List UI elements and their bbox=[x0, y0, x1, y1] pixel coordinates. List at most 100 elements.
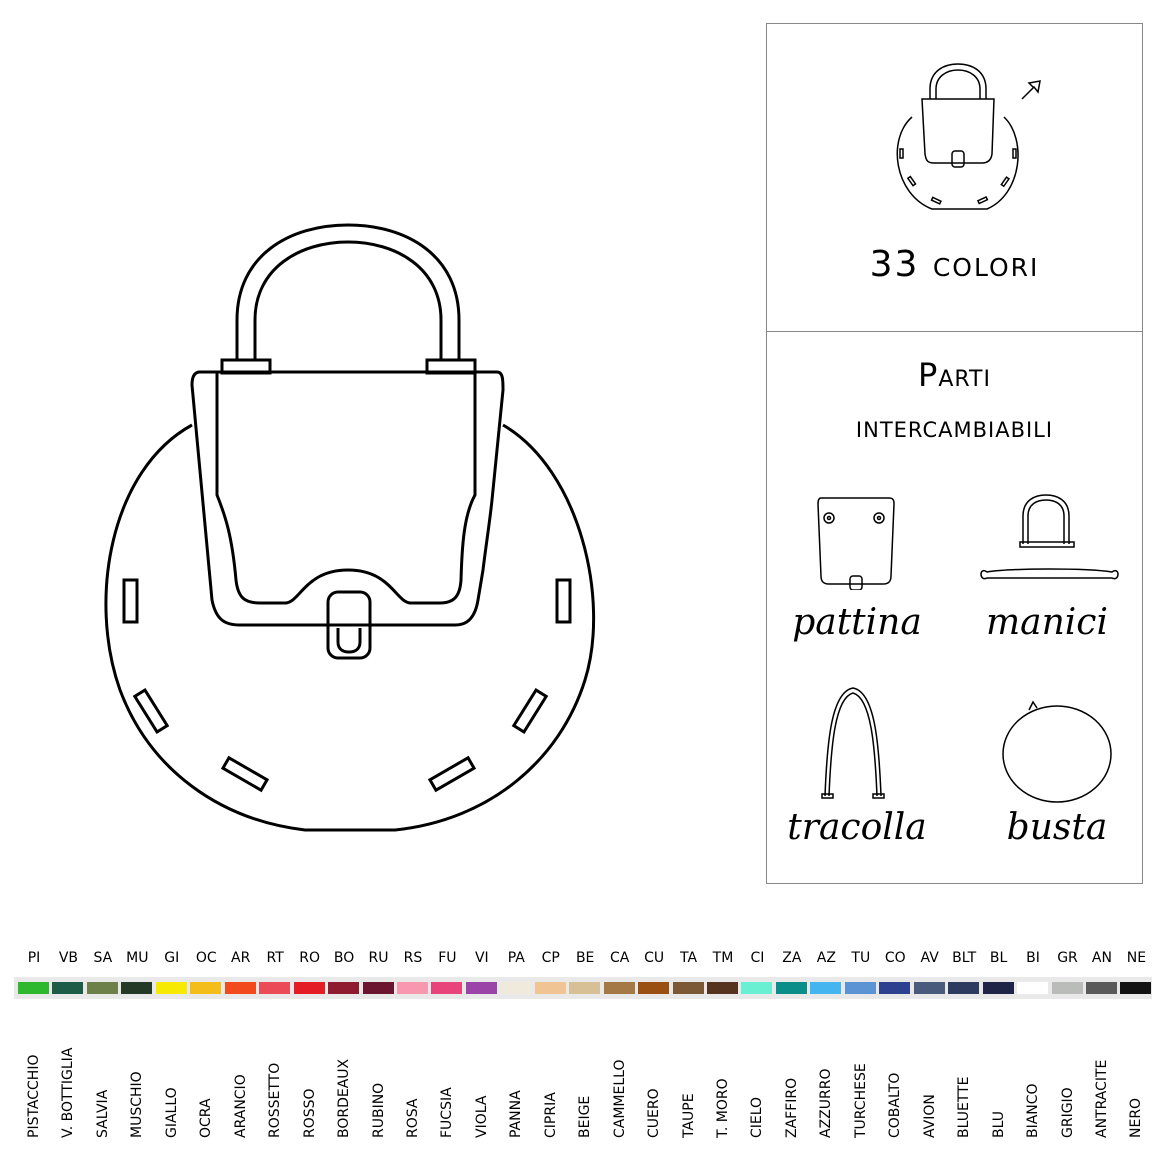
handles-icon bbox=[980, 494, 1119, 580]
color-swatch[interactable] bbox=[844, 982, 876, 994]
swatch-name: ANTRACITE bbox=[1093, 1059, 1110, 1138]
swatch-code: CP bbox=[541, 950, 560, 966]
swatch-name: BLUETTE bbox=[956, 1076, 973, 1138]
bag-flap bbox=[215, 372, 477, 605]
swatch-name: BORDEAUX bbox=[336, 1058, 353, 1138]
color-swatch[interactable] bbox=[672, 982, 704, 994]
swatch-code: CU bbox=[644, 950, 665, 966]
pouch-slot bbox=[220, 755, 270, 793]
swatch-code: BE bbox=[575, 950, 595, 966]
color-swatch[interactable] bbox=[224, 982, 256, 994]
swatch-name: FUCSIA bbox=[439, 1087, 456, 1138]
swatch-code: AV bbox=[920, 950, 939, 966]
colors-count-label: 33 colori bbox=[869, 244, 1040, 285]
swatch-code: CA bbox=[609, 950, 630, 966]
color-swatch[interactable] bbox=[293, 982, 325, 994]
color-swatch[interactable] bbox=[638, 982, 670, 994]
part-label-handles: manici bbox=[986, 602, 1108, 643]
color-swatch[interactable] bbox=[948, 982, 980, 994]
color-swatch[interactable] bbox=[396, 982, 428, 994]
color-swatch[interactable] bbox=[121, 982, 153, 994]
pouch-slot bbox=[427, 755, 477, 793]
color-swatch[interactable] bbox=[52, 982, 84, 994]
color-swatch[interactable] bbox=[1017, 982, 1049, 994]
swatch-name: GIALLO bbox=[163, 1087, 180, 1138]
color-swatch[interactable] bbox=[190, 982, 222, 994]
color-swatch[interactable] bbox=[155, 982, 187, 994]
pouch-outline bbox=[104, 423, 596, 832]
swatch-code: VB bbox=[58, 950, 79, 966]
color-swatch[interactable] bbox=[534, 982, 566, 994]
swatch-code: BLT bbox=[952, 950, 977, 966]
parts-title: Parti bbox=[918, 356, 991, 394]
color-swatch[interactable] bbox=[259, 982, 291, 994]
swatch-name: CUERO bbox=[646, 1088, 663, 1138]
handle-outer bbox=[235, 223, 461, 360]
swatch-code: AZ bbox=[816, 950, 836, 966]
color-swatch[interactable] bbox=[431, 982, 463, 994]
clasp bbox=[326, 590, 372, 660]
color-swatch[interactable] bbox=[741, 982, 773, 994]
swatch-code: SA bbox=[93, 950, 113, 966]
swatch-code: GR bbox=[1057, 950, 1078, 966]
color-swatch[interactable] bbox=[775, 982, 807, 994]
part-label-flap: pattina bbox=[792, 602, 922, 643]
swatch-code: PA bbox=[507, 950, 525, 966]
color-swatch[interactable] bbox=[913, 982, 945, 994]
color-swatch[interactable] bbox=[1120, 982, 1152, 994]
swatch-name: BIANCO bbox=[1025, 1083, 1042, 1138]
color-swatch[interactable] bbox=[603, 982, 635, 994]
swatch-name: PISTACCHIO bbox=[26, 1054, 42, 1138]
swatch-name: AZZURRO bbox=[818, 1068, 835, 1138]
swatch-name: TAUPE bbox=[680, 1093, 697, 1138]
handle-inner bbox=[253, 240, 443, 360]
swatch-name: TURCHESE bbox=[852, 1063, 869, 1138]
color-swatch[interactable] bbox=[982, 982, 1014, 994]
swatch-name: BEIGE bbox=[577, 1095, 594, 1138]
bag-thumbnail-icon bbox=[896, 63, 1041, 210]
swatch-name: ZAFFIRO bbox=[783, 1077, 800, 1138]
swatch-name: AVION bbox=[921, 1094, 938, 1138]
color-swatch[interactable] bbox=[810, 982, 842, 994]
swatch-code: TA bbox=[680, 950, 698, 966]
parts-subtitle: intercambiabili bbox=[855, 410, 1054, 445]
color-swatch[interactable] bbox=[328, 982, 360, 994]
color-swatch[interactable] bbox=[362, 982, 394, 994]
swatch-code: BO bbox=[333, 950, 355, 966]
flap-icon bbox=[817, 497, 895, 590]
color-swatch[interactable] bbox=[86, 982, 118, 994]
color-swatch[interactable] bbox=[1085, 982, 1117, 994]
color-swatch[interactable] bbox=[1051, 982, 1083, 994]
swatch-name: GRIGIO bbox=[1059, 1087, 1076, 1138]
parts-panel: Parti intercambiabili pattina manici tra… bbox=[766, 331, 1143, 884]
pouch-slot bbox=[511, 687, 549, 735]
color-swatch[interactable] bbox=[879, 982, 911, 994]
swatch-code: OC bbox=[195, 950, 217, 966]
swatch-name: T. MORO bbox=[715, 1078, 731, 1138]
swatch-name: COBALTO bbox=[887, 1072, 904, 1138]
swatch-code: ZA bbox=[782, 950, 802, 966]
swatch-name: BLU bbox=[990, 1111, 1007, 1138]
swatch-code: NE bbox=[1126, 950, 1147, 966]
swatch-code: TU bbox=[851, 950, 871, 966]
swatch-code: MU bbox=[126, 950, 149, 966]
shoulder-strap-icon bbox=[821, 687, 885, 799]
color-swatch[interactable] bbox=[18, 982, 49, 994]
color-swatch[interactable] bbox=[569, 982, 601, 994]
swatch-code: PI bbox=[27, 950, 41, 966]
swatch-name: ROSSETTO bbox=[267, 1062, 284, 1138]
swatch-name: V. BOTTIGLIA bbox=[60, 1047, 77, 1138]
color-swatch[interactable] bbox=[707, 982, 738, 994]
swatch-name: CIELO bbox=[749, 1096, 766, 1138]
swatch-name: NERO bbox=[1128, 1097, 1145, 1138]
swatch-code: VI bbox=[474, 950, 489, 966]
swatch-name: ROSSO bbox=[301, 1088, 318, 1138]
clasp-inner bbox=[336, 628, 362, 654]
part-label-pouch: busta bbox=[1006, 807, 1108, 848]
color-swatch[interactable] bbox=[500, 982, 532, 994]
bag-body bbox=[190, 370, 505, 627]
swatch-name: MUSCHIO bbox=[129, 1071, 146, 1138]
color-swatch[interactable] bbox=[465, 982, 497, 994]
swatch-code: AN bbox=[1091, 950, 1112, 966]
